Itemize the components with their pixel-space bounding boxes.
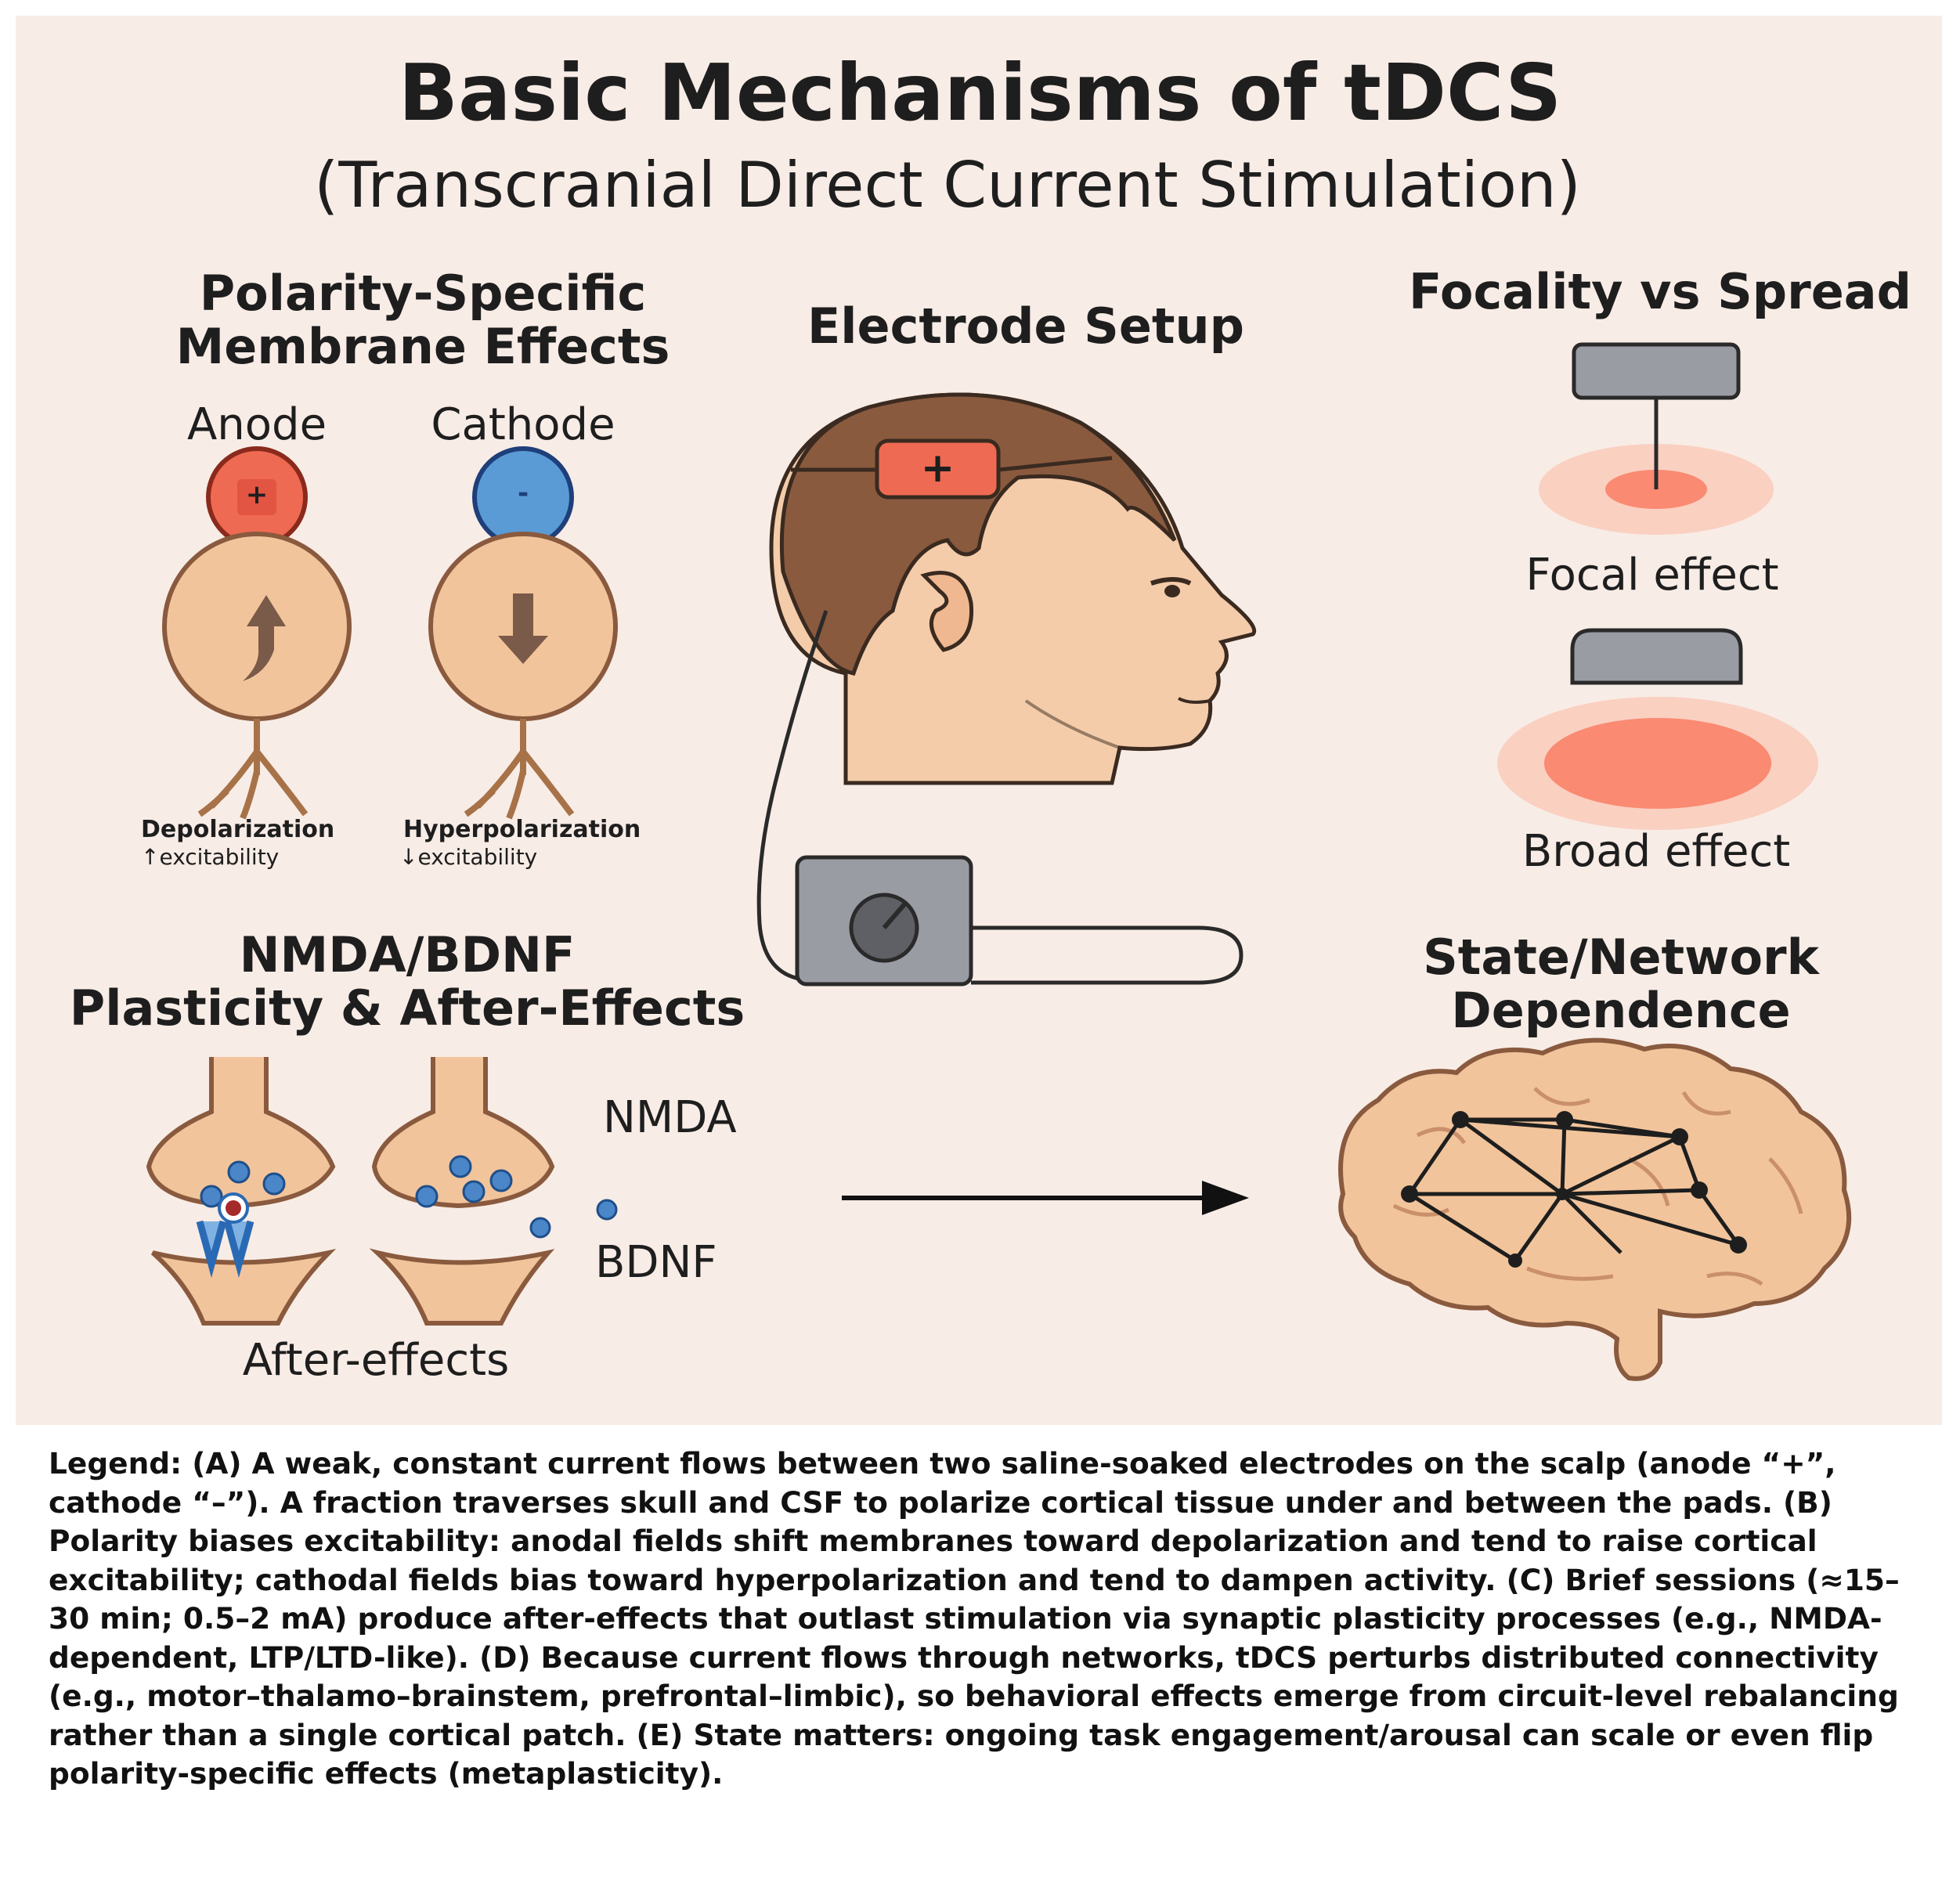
pad-sign: + — [920, 445, 955, 492]
network-heading-line2: Dependence — [1451, 982, 1791, 1039]
cathode-label: Cathode — [431, 399, 615, 450]
cathode-effect-label: Hyperpolarization — [403, 816, 641, 843]
anode-effect-label: Depolarization — [141, 816, 335, 843]
anode-neuron — [162, 446, 352, 820]
polarity-heading-line2: Membrane Effects — [175, 318, 670, 375]
nmda-label: NMDA — [603, 1092, 737, 1143]
focality-heading: Focality vs Spread — [1409, 263, 1911, 320]
page-subtitle: (Transcranial Direct Current Stimulation… — [314, 149, 1581, 222]
presynaptic-terminal-1 — [146, 1057, 336, 1209]
up-arrow-icon — [243, 595, 286, 681]
polarity-heading-line1: Polarity-Specific — [199, 265, 647, 322]
cathode-neuron — [428, 446, 618, 820]
anode-sign: + — [245, 479, 269, 510]
stimulator-device — [756, 610, 1243, 987]
head-illustration — [769, 392, 1256, 785]
page-title: Basic Mechanisms of tDCS — [398, 47, 1562, 139]
figure-legend: Legend: (A) A weak, constant current flo… — [49, 1446, 1900, 1791]
synapse-illustration — [146, 1057, 618, 1326]
network-heading-line1: State/Network — [1423, 929, 1819, 986]
plasticity-heading-line1: NMDA/BDNF — [239, 926, 576, 983]
anode-effect-sub: ↑excitability — [141, 844, 280, 870]
cathode-dendrites — [464, 719, 575, 820]
return-wire — [971, 925, 1243, 985]
focal-electrode-icon — [1572, 342, 1741, 400]
cathode-effect-sub: ↓excitability — [399, 844, 538, 870]
focal-effect-label: Focal effect — [1525, 550, 1779, 601]
after-effects-label: After-effects — [242, 1335, 510, 1386]
arrow-head-icon — [1202, 1181, 1249, 1215]
broad-electrode-icon — [1570, 628, 1743, 685]
network-nodes — [1401, 1111, 1747, 1268]
anode-label: Anode — [186, 399, 327, 450]
vesicles — [200, 1155, 618, 1239]
postsynaptic-2 — [369, 1248, 555, 1326]
postsynaptic-1 — [151, 1249, 337, 1326]
nmda-receptor-icon — [196, 1192, 254, 1279]
broad-effect-label: Broad effect — [1521, 826, 1791, 877]
diagram-canvas — [146, 342, 1852, 1381]
plasticity-heading-line2: Plasticity & After-Effects — [69, 979, 745, 1037]
broad-effect-illustration — [1497, 628, 1818, 830]
presynaptic-terminal-2 — [371, 1057, 555, 1209]
anode-dendrites — [197, 719, 309, 820]
lead-wire — [756, 610, 828, 981]
bdnf-label: BDNF — [595, 1237, 717, 1288]
anode-pad-on-head — [875, 438, 1001, 500]
brain-network-illustration — [1338, 1037, 1852, 1381]
ear-icon — [920, 571, 974, 652]
cathode-sign: - — [517, 478, 529, 509]
eye-icon — [1164, 585, 1180, 597]
electrode-heading: Electrode Setup — [807, 298, 1245, 355]
down-arrow-icon — [498, 593, 548, 664]
focal-effect-illustration — [1539, 342, 1774, 535]
